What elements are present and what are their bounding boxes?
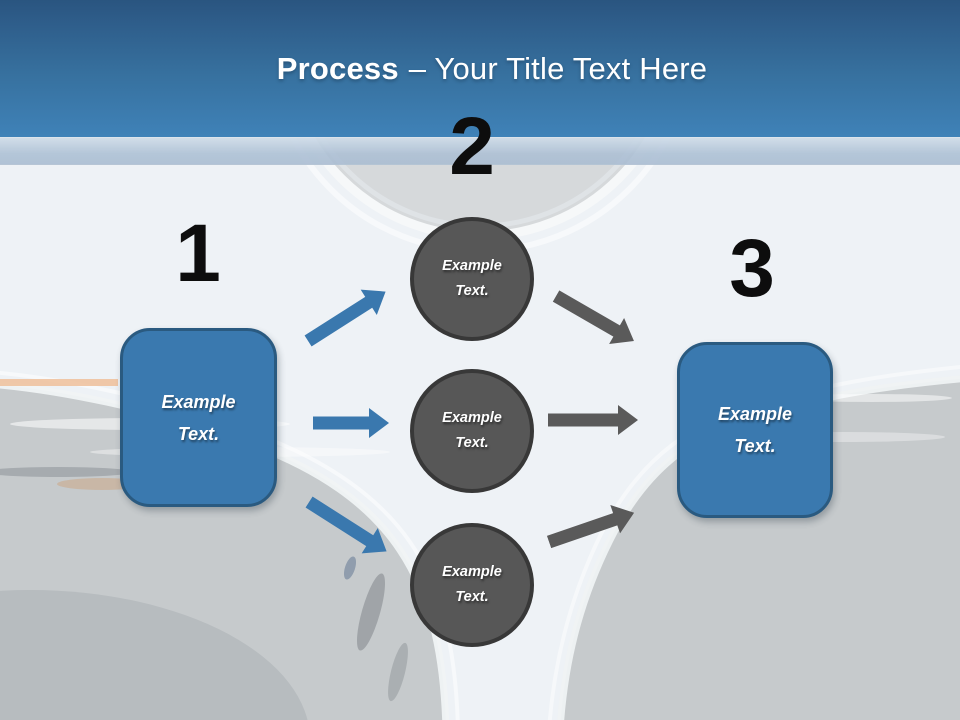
- title-emphasis: Process: [276, 51, 399, 86]
- circle-top-label-line1: Example: [442, 258, 502, 274]
- process-circle-middle[interactable]: Example Text.: [410, 369, 534, 493]
- arrow-blue-middle[interactable]: [313, 408, 389, 438]
- subheader-band: [0, 137, 960, 165]
- title-remainder: – Your Title Text Here: [408, 51, 708, 86]
- arrow-gray-middle[interactable]: [548, 405, 638, 435]
- right-box-label-line1: Example: [717, 404, 793, 424]
- arrow-blue-top[interactable]: [300, 279, 394, 354]
- step-number-2[interactable]: 2: [449, 101, 495, 192]
- left-process-box[interactable]: Example Text.: [120, 328, 277, 507]
- circle-bottom-label: Example Text.: [442, 560, 502, 610]
- left-box-label-line1: Example: [161, 391, 236, 412]
- process-circle-top[interactable]: Example Text.: [410, 217, 534, 341]
- right-process-box[interactable]: Example Text.: [677, 342, 833, 518]
- arrow-gray-bottom[interactable]: [544, 499, 639, 557]
- circle-middle-label: Example Text.: [442, 406, 502, 456]
- arrow-blue-bottom[interactable]: [301, 489, 395, 564]
- circle-bottom-label-line2: Text.: [455, 589, 489, 605]
- circle-bottom-label-line1: Example: [442, 564, 502, 580]
- slide-title[interactable]: Process – Your Title Text Here: [0, 51, 960, 87]
- circle-middle-label-line1: Example: [442, 410, 502, 426]
- arrow-gray-top[interactable]: [549, 283, 642, 354]
- left-box-label: Example Text.: [161, 386, 235, 450]
- step-number-1[interactable]: 1: [175, 208, 221, 299]
- step-number-3[interactable]: 3: [729, 223, 775, 314]
- circle-top-label-line2: Text.: [455, 283, 489, 299]
- left-box-label-line2: Text.: [177, 423, 220, 444]
- slide-header: [0, 0, 960, 137]
- right-box-label: Example Text.: [718, 398, 792, 462]
- process-circle-bottom[interactable]: Example Text.: [410, 523, 534, 647]
- right-box-label-line2: Text.: [734, 436, 776, 456]
- circle-top-label: Example Text.: [442, 254, 502, 304]
- circle-middle-label-line2: Text.: [455, 435, 489, 451]
